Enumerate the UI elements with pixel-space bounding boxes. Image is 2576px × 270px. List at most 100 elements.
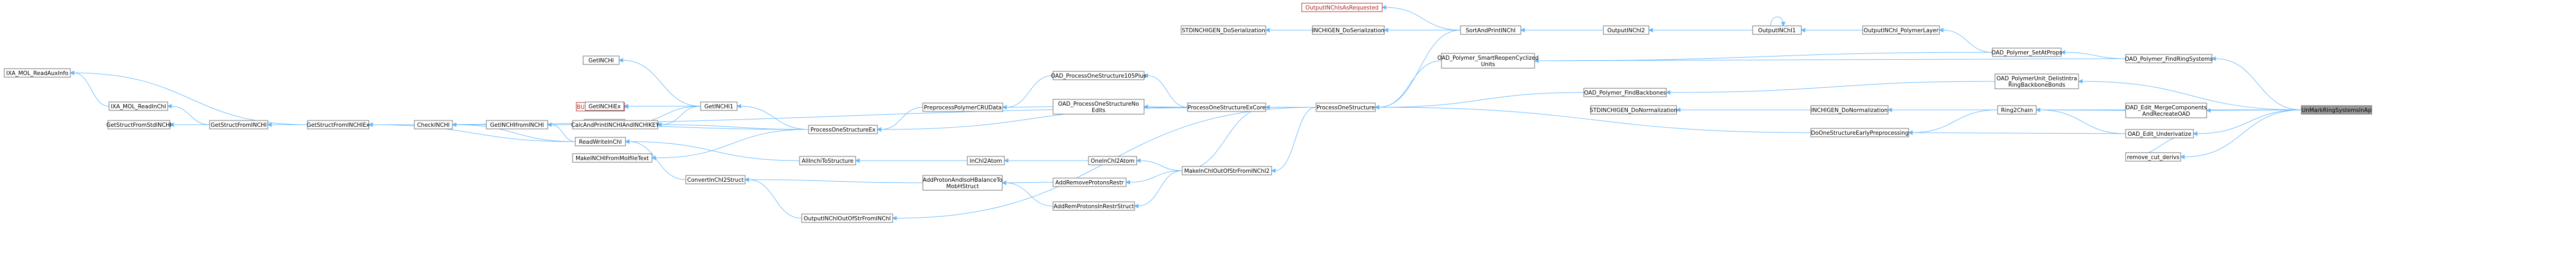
node-outputinchisasrequested[interactable]: OutputINChIsAsRequested (1301, 3, 1383, 12)
edge-outputinchi1-to-outputinchi2 (1648, 27, 1753, 33)
node-makeinchifrommolfiletext[interactable]: MakeINCHIFromMolfileText (572, 153, 652, 163)
node-box (1992, 48, 2062, 57)
node-addremoveprotons[interactable]: AddRemoveProtonsRestr (1053, 178, 1127, 187)
node-addremprotonsinrestrstruct[interactable]: AddRemProtonsInRestrStruct (1053, 201, 1135, 211)
edge-outputinchi_polymerlayer-to-outputinchi1 (1800, 27, 1863, 33)
arrowhead (1938, 27, 1944, 33)
node-box (585, 101, 624, 111)
node-box (1301, 3, 1383, 12)
node-box (1181, 25, 1266, 35)
node-getinchi1[interactable]: GetINCHI1 (700, 101, 738, 111)
node-getinchifrominchi[interactable]: GetINCHIfromINCHI (486, 120, 548, 129)
edge-makeinchioutofstrfrominchi2-to-oneinchi2atom (1136, 158, 1183, 171)
node-inchigen-doserialization[interactable]: INCHIGEN_DoSerialization (1312, 25, 1385, 35)
node-label: ProcessOneStructure (1317, 105, 1375, 111)
node-stdinchigen-doserialization[interactable]: STDINCHIGEN_DoSerialization (1181, 25, 1266, 35)
node-checkinchi[interactable]: CheckINCHI (414, 120, 453, 129)
node-alinchitostructure[interactable]: AllInchiToStructure (799, 156, 856, 165)
node-box (414, 120, 453, 129)
node-remove-cut-derivs[interactable]: remove_cut_derivs (2125, 152, 2181, 162)
arrowhead (855, 158, 860, 163)
node-box (1187, 103, 1266, 112)
node-outputinchi2[interactable]: OutputINChI2 (1603, 25, 1649, 35)
node-label: OAD_Edit_MergeComponents (2126, 105, 2207, 111)
node-box (1460, 25, 1521, 35)
node-readwriteinchi[interactable]: ReadWriteInChI (575, 137, 626, 146)
node-box (1752, 25, 1802, 35)
node-ring2chain[interactable]: Ring2Chain (1997, 105, 2037, 115)
arrowhead (2035, 107, 2040, 113)
edge-oneinchi2atom-to-inchi2atom (1003, 158, 1089, 163)
edge-inchigen_donormalization-to-stdinchigen_donormalization (1675, 107, 1811, 113)
node-outputinchi-polymerlayer[interactable]: OutputINChI_PolymerLayer (1862, 25, 1940, 35)
node-box (108, 101, 168, 111)
node-getstructfrominchiex[interactable]: GetStructFromINCHIEx (307, 120, 370, 129)
arrowhead (1648, 27, 1653, 33)
node-inchi2atom[interactable]: InChI2Atom (967, 156, 1005, 165)
arrowhead (1265, 27, 1270, 33)
node-label: OutputINChI1 (1758, 27, 1795, 34)
node-box (572, 153, 652, 163)
arrowhead (1374, 105, 1380, 110)
node-oad-processonestructure105plus[interactable]: OAD_ProcessOneStructure105Plus (1051, 71, 1146, 80)
arrowhead (2206, 108, 2211, 113)
node-convertinchi2struct[interactable]: ConvertInChI2Struct (685, 175, 746, 184)
node-outputinchi1[interactable]: OutputINChI1 (1752, 25, 1802, 35)
node-inchigen-donormalization[interactable]: INCHIGEN_DoNormalization (1810, 105, 1889, 115)
node-box (1053, 99, 1145, 115)
node-processonestructureex[interactable]: ProcessOneStructureEx (808, 125, 878, 134)
node-label: OneInChI2Atom (1091, 158, 1135, 164)
arrowhead (1143, 104, 1148, 109)
node-sortandprintinchi[interactable]: SortAndPrintINChI (1460, 25, 1521, 35)
node-box (107, 120, 170, 129)
arrowhead (1002, 105, 1007, 110)
edge-oad_edit_underivatize-to-doonestructureearlypreprocessing (1908, 130, 2126, 135)
node-oneinchi2atom[interactable]: OneInChI2Atom (1088, 156, 1137, 165)
node-preprocesspolymercrudata[interactable]: PreprocessPolymerCRUData (922, 103, 1003, 112)
edge-getinchi1-to-calcandprint (657, 106, 701, 127)
node-processonestructure[interactable]: ProcessOneStructure (1316, 103, 1376, 112)
node-ixa-readauxinfo[interactable]: IXA_MOL_ReadAuxInfo (4, 68, 71, 78)
node-box (2301, 105, 2372, 115)
node-oad-polymerunit-delistintra[interactable]: OAD_PolymerUnit_DelistIntraRingBackboneB… (1994, 73, 2079, 89)
node-makeinchioutofstrfrominchi2[interactable]: MakeInChIOutOfStrFromINChI2 (1182, 166, 1272, 175)
node-ixa-readinchi[interactable]: IXA_MOL_ReadInChI (108, 101, 168, 111)
node-label: OutputINChI2 (1607, 27, 1645, 34)
node-oad-polymer-setatprops[interactable]: OAD_Polymer_SetAtProps (1991, 48, 2062, 57)
node-label: Edits (1092, 107, 1105, 114)
edge-oad_processonestructurenoedits-to-preprocesspolymercrudata (1002, 105, 1054, 110)
node-box (486, 120, 548, 129)
node-label: OutputINChI_PolymerLayer (1864, 27, 1939, 34)
edge-getinchi1-to-getinchi (618, 58, 701, 107)
node-doonestructureearlypreprocessing[interactable]: DoOneStructureEarlyPreprocessing (1810, 128, 1909, 137)
arrowhead (1781, 22, 1786, 27)
node-calcandprint[interactable]: CalcAndPrintINCHIAndINCHIKEY (571, 120, 659, 129)
node-label: OAD_Edit_Underivatize (2128, 131, 2192, 137)
edge-oad_polymer_findbackbones-to-processonestructure (1374, 92, 1584, 110)
node-stdinchigen-donormalization[interactable]: STDINCHIGEN_DoNormalization (1590, 105, 1677, 115)
edge-ring2chain-to-inchigen_donormalization (1887, 107, 1998, 113)
edge-getstructfrominchiex-to-ixa_readauxinfo (69, 70, 308, 125)
node-box (801, 213, 893, 223)
node-getstructfrominchi[interactable]: GetStructFromINCHI (209, 120, 268, 129)
arrowhead (1143, 73, 1148, 78)
node-getinchi[interactable]: GetINCHI (583, 55, 620, 65)
edge-makeinchioutofstrfrominchi2-to-processonestructureexcore (1182, 105, 1270, 171)
edge-preprocesspolymercrudata-to-processonestructureex (876, 107, 923, 132)
node-processonestructureexcore[interactable]: ProcessOneStructureExCore (1187, 103, 1266, 112)
node-box (1088, 156, 1137, 165)
node-getinchiex[interactable]: GetINCHIEx (585, 101, 624, 111)
node-unmarkringsystemsinap[interactable]: UnMarkRingSystemsInAp (2301, 105, 2372, 115)
node-oad-edit-underivatize[interactable]: OAD_Edit_Underivatize (2125, 129, 2194, 138)
node-oad-polymer-findringsystems[interactable]: OAD_Polymer_FindRingSystems (2125, 54, 2213, 63)
node-outputinchioutofstrfrominchi[interactable]: OutputINChIOutOfStrFromINChI (801, 213, 893, 223)
node-getstructfromstdinchi[interactable]: GetStructFromStdINCHI (106, 120, 171, 129)
arrowhead (547, 122, 552, 127)
node-label: IXA_MOL_ReadAuxInfo (6, 70, 68, 77)
node-oad-polymer-findbackbones[interactable]: OAD_Polymer_FindBackbones (1583, 88, 1667, 97)
